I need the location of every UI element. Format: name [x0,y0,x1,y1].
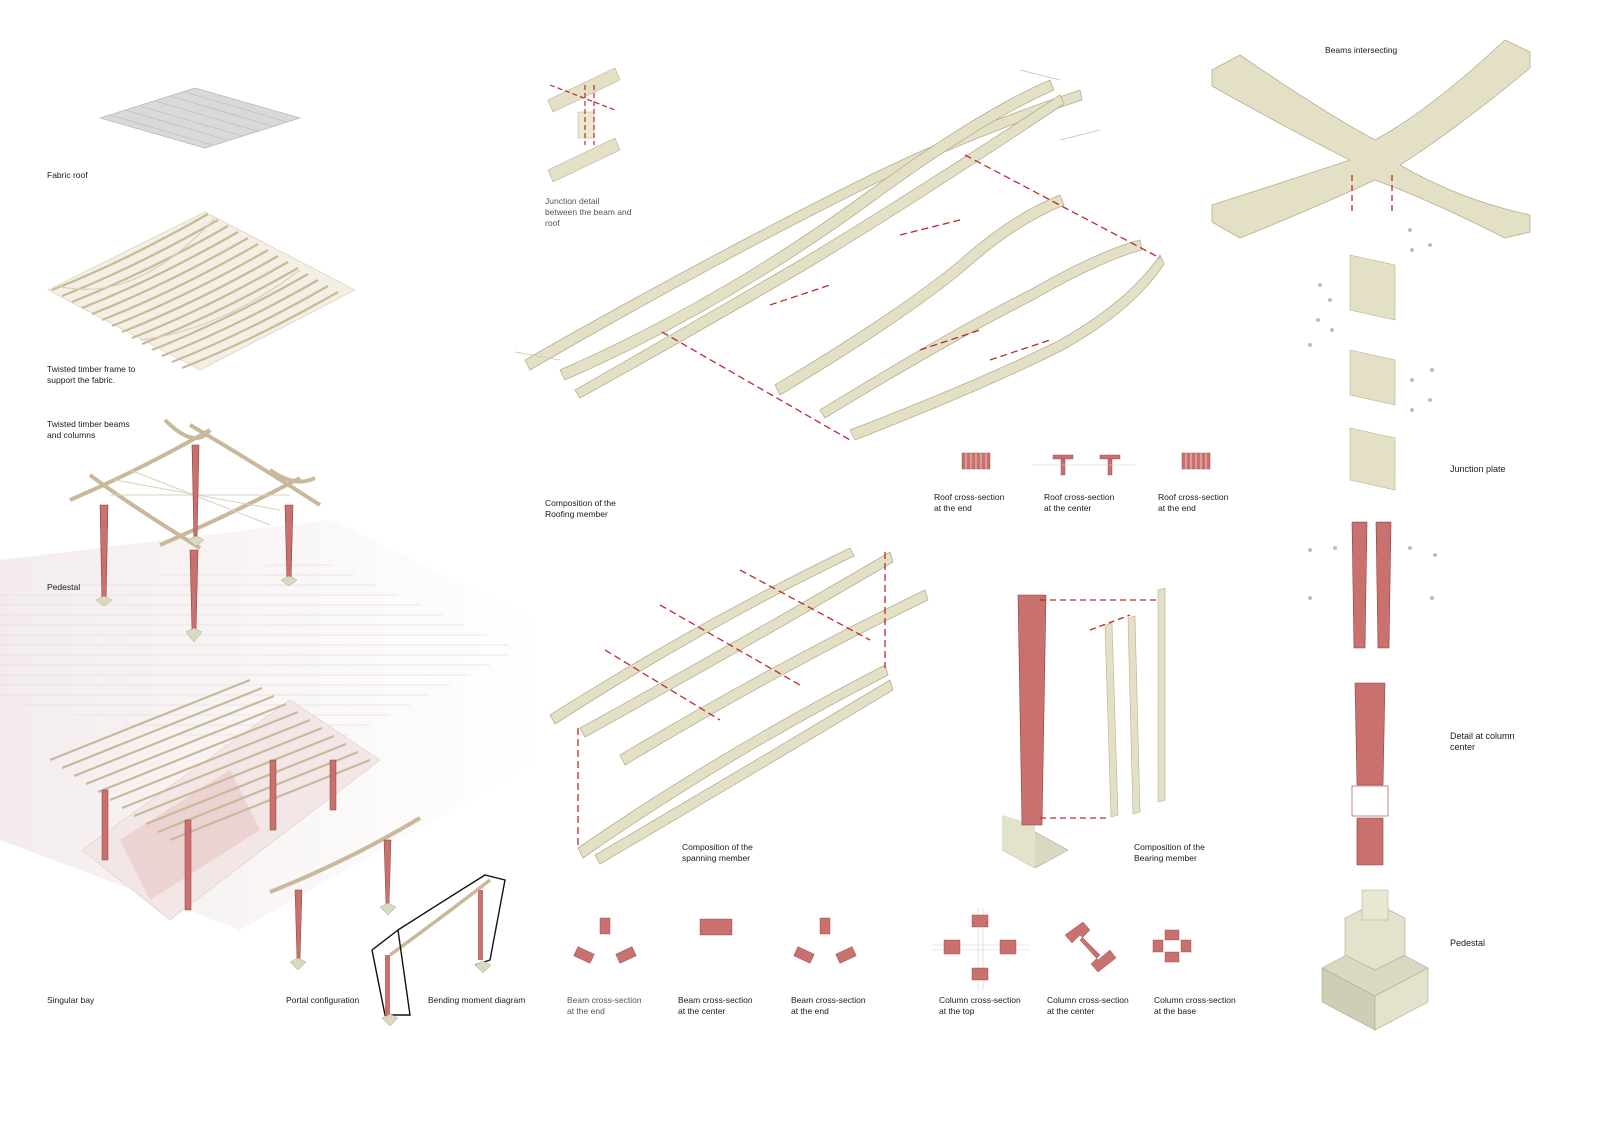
bending-moment-drawing [371,874,506,1027]
label-composition-bearing: Composition of the Bearing member [1134,842,1205,863]
label-detail-column-center: Detail at column center [1450,731,1515,752]
label-composition-spanning: Composition of the spanning member [682,842,753,863]
label-roof-cs-center: Roof cross-section at the center [1044,492,1115,513]
singular-bay-drawing [49,678,381,921]
label-beam-cs-end-1: Beam cross-section at the end [567,995,642,1016]
twisted-frame-drawing [47,211,356,371]
beams-columns-drawing [69,418,322,643]
label-beams-intersecting: Beams intersecting [1325,45,1398,55]
label-beam-cs-center: Beam cross-section at the center [678,995,753,1016]
label-roof-cs-end-2: Roof cross-section at the end [1158,492,1229,513]
bearing-member-drawing [1001,587,1166,869]
label-column-cs-top: Column cross-section at the top [939,995,1021,1016]
label-pedestal-left: Pedestal [47,582,81,592]
fabric-roof-drawing [98,87,302,149]
label-beams-columns: Twisted timber beams and columns [47,419,130,440]
beams-intersecting-drawing [1211,39,1531,239]
label-composition-roofing: Composition of the Roofing member [545,498,616,519]
roofing-member-drawing [514,69,1165,441]
portal-drawing [269,816,422,971]
pedestal-right-drawing [1321,889,1429,1031]
label-column-cs-base: Column cross-section at the base [1154,995,1236,1016]
label-roof-cs-end-1: Roof cross-section at the end [934,492,1005,513]
label-junction-plate: Junction plate [1450,464,1506,474]
beam-cross-sections [573,917,857,964]
label-portal-configuration: Portal configuration [286,995,360,1005]
junction-detail-drawing [547,67,621,183]
column-detail-drawing [1308,521,1437,866]
label-beam-cs-end-2: Beam cross-section at the end [791,995,866,1016]
label-bending-moment: Bending moment diagram [428,995,526,1005]
junction-plate-drawing [1308,228,1434,491]
label-junction-detail: Junction detail between the beam and roo… [545,196,632,228]
label-fabric-roof: Fabric roof [47,170,88,180]
label-column-cs-center: Column cross-section at the center [1047,995,1129,1016]
column-cross-sections [932,908,1192,990]
label-singular-bay: Singular bay [47,995,95,1005]
label-twisted-frame: Twisted timber frame to support the fabr… [47,364,136,385]
label-pedestal-right: Pedestal [1450,938,1486,948]
spanning-member-drawing [549,547,929,865]
roof-cross-sections [961,452,1211,476]
